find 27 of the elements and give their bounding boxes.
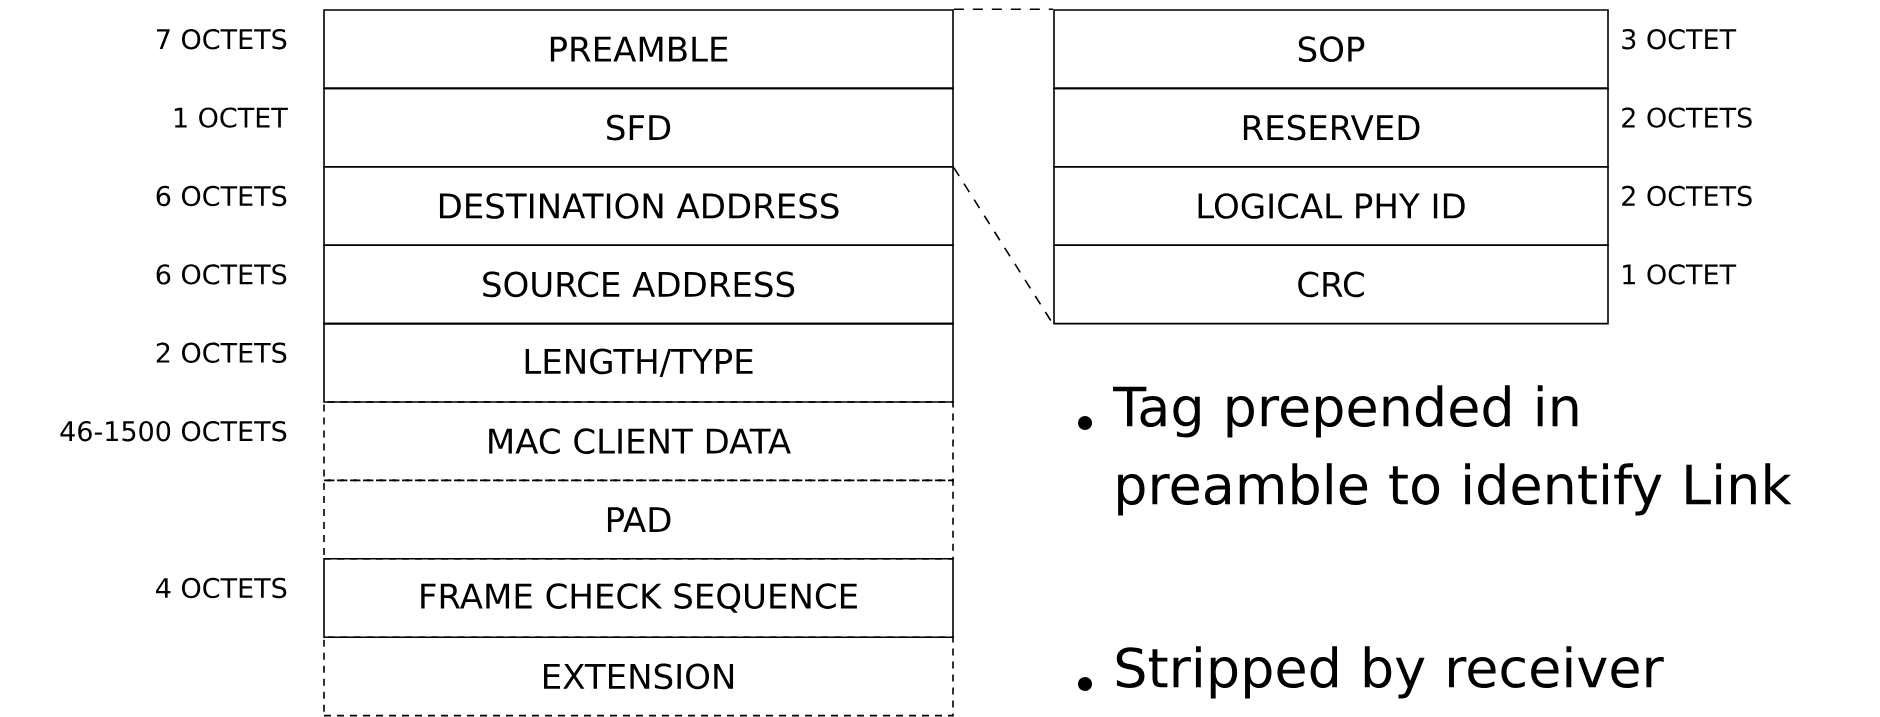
frame-row: CRC xyxy=(1053,244,1609,325)
frame-row: PAD xyxy=(323,479,954,560)
octet-label: 2 OCTETS xyxy=(156,342,287,363)
frame-row: DESTINATION ADDRESS xyxy=(323,166,954,246)
bullet-text: Tag prepended in preamble to identify Link xyxy=(1113,385,1792,516)
octet-label: 4 OCTETS xyxy=(156,577,287,599)
octet-label: 7 OCTETS xyxy=(157,29,287,50)
octet-label: 6 OCTETS xyxy=(156,264,287,285)
frame-row: LOGICAL PHY ID xyxy=(1053,166,1609,246)
octet-label: 46-1500 OCTETS xyxy=(60,421,287,442)
frame-row: EXTENSION xyxy=(323,636,954,717)
bullet-text: Stripped by receiver xyxy=(1116,646,1664,699)
expansion-line xyxy=(953,8,1054,10)
frame-row: LENGTH/TYPE xyxy=(323,322,954,403)
octet-label: 1 OCTET xyxy=(1623,264,1737,285)
frame-row: FRAME CHECK SEQUENCE xyxy=(323,558,954,638)
octet-label: 6 OCTETS xyxy=(156,185,287,207)
octet-label: 3 OCTET xyxy=(1622,29,1737,50)
frame-row: SOP xyxy=(1053,9,1609,90)
frame-row: MAC CLIENT DATA xyxy=(323,401,954,482)
frame-row: RESERVED xyxy=(1053,87,1609,168)
octet-label: 2 OCTETS xyxy=(1622,185,1752,207)
octet-label: 2 OCTETS xyxy=(1622,107,1752,128)
frame-row: SOURCE ADDRESS xyxy=(323,244,954,325)
frame-row: SFD xyxy=(323,87,954,168)
frame-row: PREAMBLE xyxy=(323,9,954,90)
octet-label: 1 OCTET xyxy=(174,107,288,128)
